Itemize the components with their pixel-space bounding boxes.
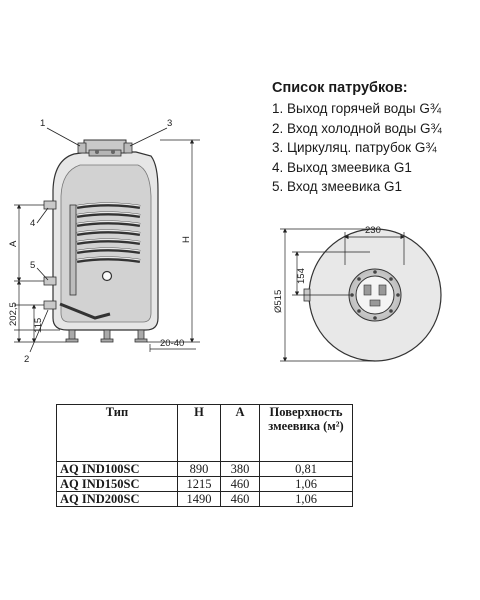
dim-115: 115 bbox=[33, 318, 44, 333]
top-fitting-bottom bbox=[369, 299, 381, 307]
callout-3: 3 bbox=[167, 118, 172, 129]
dim-a: A bbox=[8, 240, 19, 247]
top-fitting-left bbox=[363, 284, 372, 296]
nozzle-4 bbox=[43, 200, 57, 210]
cell-type: AQ IND200SC bbox=[56, 491, 178, 507]
side-dimension-lines bbox=[14, 139, 200, 352]
table-header-row: Тип H A Поверхность змеевика (м²) bbox=[56, 404, 353, 462]
dim-202-5: 202,5 bbox=[8, 302, 19, 326]
table-row: AQ IND150SC 1215 460 1,06 bbox=[56, 476, 353, 492]
heat-exchanger-coil bbox=[76, 202, 141, 263]
sensor-port bbox=[101, 270, 113, 282]
callout-2: 2 bbox=[24, 354, 29, 365]
callout-leaders bbox=[29, 127, 168, 353]
legend-item-2: 2. Вход холодной воды G¾ bbox=[272, 120, 442, 136]
cell-a: 380 bbox=[220, 461, 260, 477]
technical-drawing: 1 3 4 5 2 A 202,5 115 bbox=[8, 118, 442, 365]
cell-a: 460 bbox=[220, 476, 260, 492]
cell-h: 1490 bbox=[177, 491, 221, 507]
legend-item-3: 3. Циркуляц. патрубок G¾ bbox=[272, 140, 437, 155]
callout-1: 1 bbox=[40, 118, 45, 129]
top-dimension-lines bbox=[280, 228, 405, 362]
nozzle-2 bbox=[43, 300, 57, 310]
tank-feet bbox=[65, 329, 148, 343]
header-a: A bbox=[220, 404, 260, 462]
top-fitting-right bbox=[378, 284, 387, 296]
cold-inlet-pipe bbox=[59, 302, 111, 320]
nozzle-legend: Список патрубков: 1. Выход горячей воды … bbox=[272, 80, 477, 197]
legend-item-4: 4. Выход змеевика G1 bbox=[272, 159, 412, 175]
cell-surface: 1,06 bbox=[259, 491, 353, 507]
table-row: AQ IND200SC 1490 460 1,06 bbox=[56, 491, 353, 507]
coil-highlight bbox=[76, 202, 141, 261]
cell-a: 460 bbox=[220, 491, 260, 507]
cell-h: 1215 bbox=[177, 476, 221, 492]
coil-feed-pipe bbox=[69, 204, 77, 296]
header-h: H bbox=[177, 404, 221, 462]
dim-230: 230 bbox=[365, 225, 381, 236]
flange-bolts bbox=[350, 270, 400, 320]
spec-table: Тип H A Поверхность змеевика (м²) AQ IND… bbox=[56, 404, 353, 507]
dim-154: 154 bbox=[296, 268, 307, 284]
legend-item-5: 5. Вход змеевика G1 bbox=[272, 179, 402, 194]
cell-type: AQ IND150SC bbox=[56, 476, 178, 492]
legend-title: Список патрубков: bbox=[272, 80, 408, 96]
header-coil-surface: Поверхность змеевика (м²) bbox=[259, 404, 353, 462]
side-view: 1 3 4 5 2 A 202,5 115 bbox=[8, 118, 200, 365]
header-type: Тип bbox=[56, 404, 178, 462]
dim-diameter: Ø515 bbox=[273, 290, 284, 313]
callout-5: 5 bbox=[30, 260, 35, 271]
top-view: 230 154 Ø515 bbox=[273, 225, 442, 362]
cell-surface: 1,06 bbox=[259, 476, 353, 492]
dim-h: H bbox=[181, 236, 192, 243]
callout-4: 4 bbox=[30, 218, 35, 229]
top-fittings bbox=[77, 139, 133, 157]
nozzle-5 bbox=[43, 276, 57, 286]
dim-20-40: 20-40 bbox=[160, 338, 184, 349]
cell-type: AQ IND100SC bbox=[56, 461, 178, 477]
table-row: AQ IND100SC 890 380 0,81 bbox=[56, 461, 353, 477]
legend-item-1: 1. Выход горячей воды G¾ bbox=[272, 101, 442, 116]
cell-surface: 0,81 bbox=[259, 461, 353, 477]
cell-h: 890 bbox=[177, 461, 221, 477]
flange-inner bbox=[355, 275, 395, 315]
